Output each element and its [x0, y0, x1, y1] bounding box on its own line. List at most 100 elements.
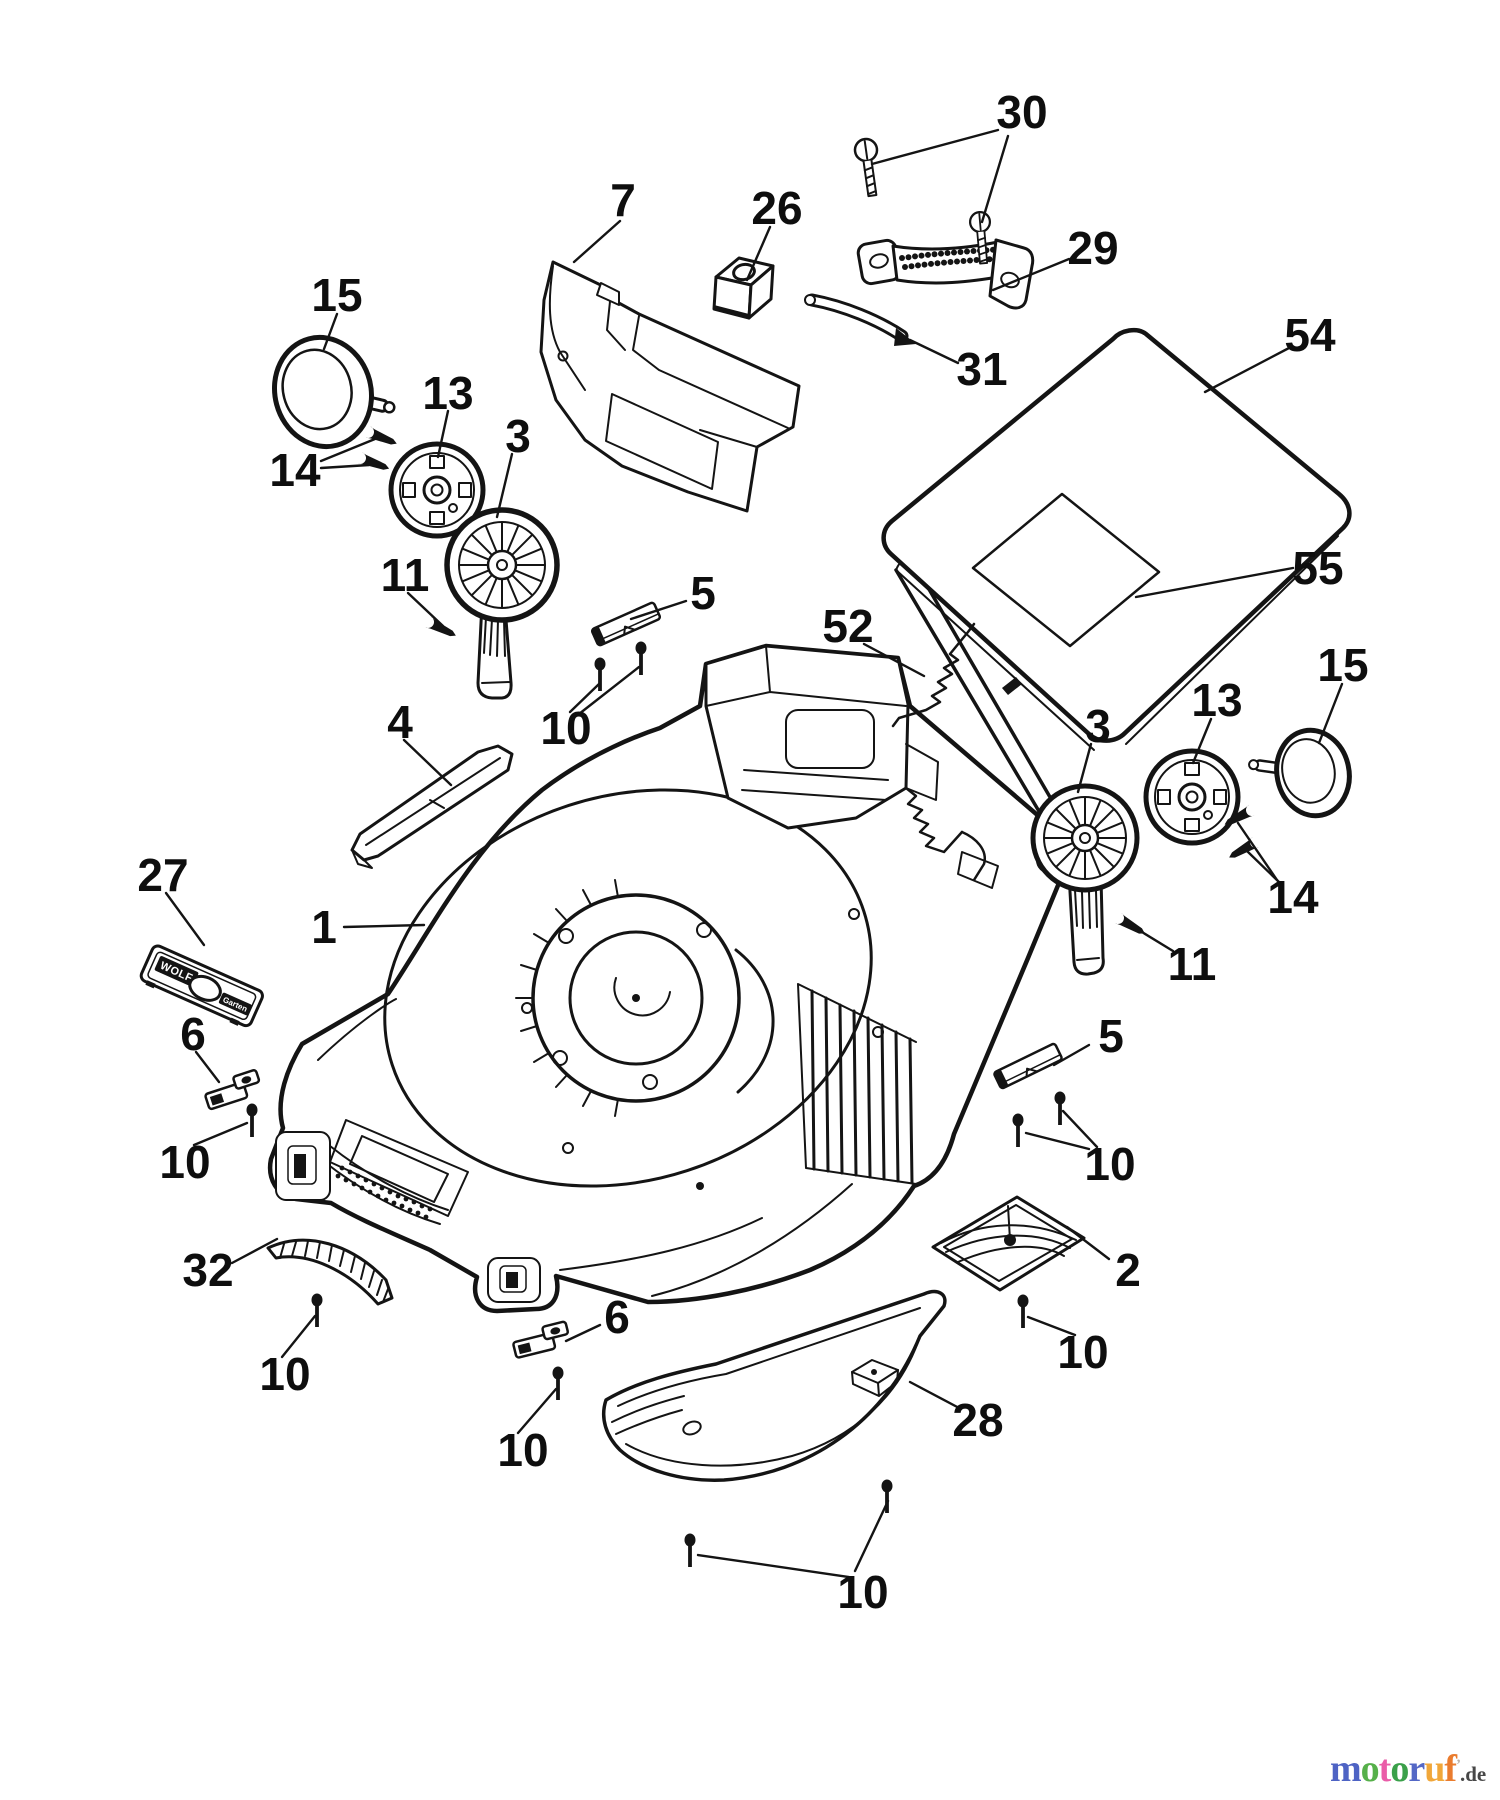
leader-line [1191, 717, 1213, 765]
part-4-bar [350, 744, 514, 869]
leader-line [164, 891, 206, 947]
leader-line [1076, 742, 1093, 794]
logo-tick: ’ [1455, 1757, 1461, 1773]
screw-10-top-b [635, 641, 647, 675]
part-2-grate [931, 1195, 1086, 1292]
wheel-pocket-front-center [487, 1257, 541, 1303]
front-platform [329, 1119, 469, 1217]
wheel-pocket-front-left [275, 1131, 331, 1201]
leader-line [1135, 927, 1175, 953]
part-3-wheel-arm-right [1030, 783, 1140, 976]
screw-10-right-b [1012, 1113, 1024, 1147]
part-label-10: 10 [837, 1566, 888, 1618]
part-label-3: 3 [505, 410, 531, 462]
part-7-bracket [539, 260, 801, 513]
leader-line [280, 1314, 317, 1359]
part-label-26: 26 [751, 182, 802, 234]
part-label-6: 6 [180, 1008, 206, 1060]
leader-line [572, 219, 622, 264]
part-label-10: 10 [1057, 1326, 1108, 1378]
leader-line [192, 1121, 249, 1147]
motoruf-logo-text: motoruf [1330, 1748, 1457, 1790]
part-label-13: 13 [422, 367, 473, 419]
part-label-4: 4 [387, 696, 413, 748]
screw-30-a [853, 137, 879, 198]
part-label-55: 55 [1292, 542, 1343, 594]
part-31-rod [804, 293, 916, 346]
screw-14-right-a [1224, 804, 1257, 825]
rear-box [704, 644, 939, 830]
blade-ring [515, 879, 775, 1117]
motoruf-logo[interactable]: motoruf’.de [1330, 1750, 1486, 1788]
part-label-10: 10 [1084, 1138, 1135, 1190]
part-5-clip-right [993, 1042, 1063, 1090]
part-5-clip-left [590, 601, 662, 647]
part-52-spring [891, 622, 976, 728]
part-label-14: 14 [1267, 871, 1319, 923]
screw-10-mid [552, 1366, 564, 1400]
part-label-7: 7 [610, 174, 636, 226]
leader-line [853, 1499, 890, 1573]
screw-30-b [968, 210, 992, 265]
leader-line [319, 463, 371, 470]
leader-line [980, 134, 1010, 224]
leader-line [319, 437, 377, 463]
screw-11-right [1113, 912, 1145, 934]
logo-letter: r [1408, 1748, 1425, 1790]
leader-line [406, 591, 445, 628]
leader-line [1052, 1043, 1091, 1067]
leader-line [629, 599, 688, 621]
leader-line [568, 682, 601, 714]
part-label-10: 10 [259, 1348, 310, 1400]
part-3-wheel-arm-left [444, 507, 560, 700]
part-label-10: 10 [159, 1136, 210, 1188]
part-15-wheel-cap-right [1248, 727, 1352, 819]
part-label-52: 52 [822, 600, 873, 652]
part-label-3: 3 [1085, 700, 1111, 752]
part-label-11: 11 [1168, 938, 1217, 990]
part-1-housing [267, 557, 1074, 1314]
part-6-clip-mid [512, 1320, 569, 1359]
logo-letter: u [1424, 1748, 1445, 1790]
leader-line [436, 409, 450, 459]
part-55-label-plate [971, 492, 1161, 648]
part-label-14: 14 [269, 444, 321, 496]
part-13-drive-disc-right [1143, 748, 1241, 846]
logo-letter: t [1378, 1748, 1392, 1790]
part-29-toothed-bar [856, 238, 1035, 310]
rear-spring [904, 786, 999, 889]
logo-letter: o [1360, 1748, 1380, 1790]
logo-letter: m [1330, 1748, 1362, 1790]
part-15-wheel-cap-left [271, 334, 396, 450]
part-6-clip-left [204, 1069, 261, 1111]
screw-10-bottom-a [684, 1533, 696, 1567]
part-label-6: 6 [604, 1291, 630, 1343]
part-label-54: 54 [1284, 309, 1336, 361]
leader-line [516, 1387, 558, 1435]
screw-10-below-grate [1017, 1294, 1029, 1328]
screw-14-right-b [1229, 836, 1261, 858]
front-skirt [321, 1145, 449, 1225]
logo-letter: o [1390, 1748, 1409, 1790]
part-label-10: 10 [497, 1424, 548, 1476]
part-label-28: 28 [952, 1394, 1003, 1446]
leader-line [1236, 821, 1279, 882]
logo-letter: f [1444, 1748, 1457, 1790]
part-label-15: 15 [311, 269, 362, 321]
part-label-15: 15 [1317, 639, 1368, 691]
leader-line [230, 1237, 279, 1265]
part-32-ribbed-strip [266, 1238, 394, 1306]
part-54-cover-panel [881, 327, 1352, 751]
part-label-27: 27 [137, 849, 188, 901]
part-label-13: 13 [1191, 674, 1242, 726]
leader-line [862, 642, 926, 678]
part-label-10: 10 [540, 702, 591, 754]
leader-line [1065, 1225, 1111, 1261]
leader-line [991, 257, 1071, 292]
part-label-1: 1 [311, 901, 337, 953]
leader-line [322, 312, 339, 351]
leader-line [1026, 1315, 1077, 1337]
